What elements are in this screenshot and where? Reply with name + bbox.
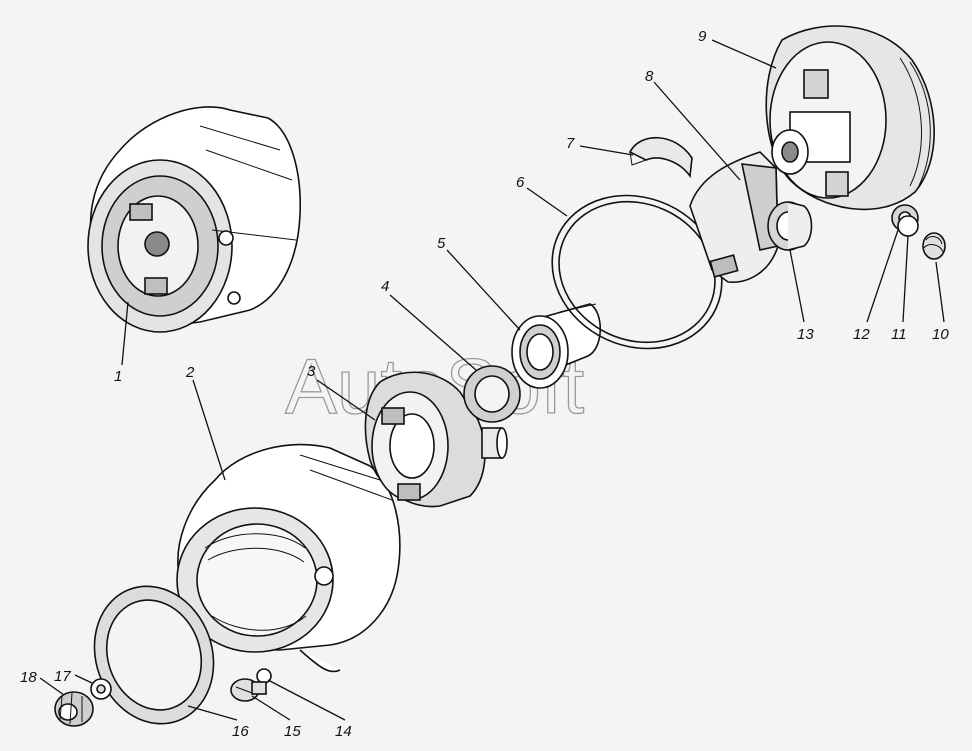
part-11-washer	[897, 215, 919, 237]
part-7-half-ring	[628, 136, 693, 179]
callout-13: 13	[797, 326, 814, 343]
part-10-spring	[922, 232, 946, 260]
leader-15	[251, 695, 291, 721]
leader-lines	[39, 39, 945, 721]
callout-4: 4	[381, 278, 389, 295]
leader-13	[789, 249, 805, 323]
leader-9	[711, 39, 777, 69]
callout-2: 2	[185, 364, 195, 381]
leader-17	[74, 674, 93, 684]
leader-12	[866, 229, 899, 323]
part-8-cam-block	[689, 151, 779, 283]
callout-14: 14	[335, 723, 352, 740]
part-16-ring	[93, 585, 215, 725]
part-15-screw	[230, 678, 267, 702]
leader-7	[579, 145, 634, 156]
leader-5	[446, 249, 521, 331]
leader-3	[316, 379, 376, 421]
leader-11	[902, 235, 909, 323]
part-4-washer	[463, 365, 521, 423]
callout-numbers: 1 2 3 4 5 6 7 8 9 10 11 12 13 14 15 16 1…	[20, 28, 949, 740]
callout-6: 6	[516, 174, 525, 191]
callout-3: 3	[307, 363, 316, 380]
leader-4	[389, 294, 477, 371]
callout-12: 12	[853, 326, 870, 343]
part-17-washer	[90, 678, 112, 700]
callout-15: 15	[284, 723, 301, 740]
callout-8: 8	[645, 68, 654, 85]
part-3-jaw-plate	[364, 371, 508, 508]
part-6-o-ring	[551, 194, 723, 350]
callout-16: 16	[232, 723, 249, 740]
part-9-end-cover	[765, 25, 935, 211]
leader-10	[935, 261, 945, 323]
leader-1	[121, 301, 129, 366]
part-18-nut	[54, 691, 94, 727]
callout-18: 18	[20, 669, 37, 686]
leader-8	[653, 81, 741, 181]
callout-7: 7	[566, 135, 575, 152]
part-5-bearing-sleeve	[511, 303, 601, 389]
part-1-housing-assembly	[87, 106, 302, 333]
part-2-body-ring	[176, 443, 401, 673]
leader-2	[192, 379, 226, 481]
part-13-bushing	[767, 201, 813, 251]
callout-9: 9	[698, 28, 707, 45]
callout-1: 1	[114, 368, 122, 385]
leader-18	[39, 677, 65, 696]
leader-16	[187, 705, 238, 721]
callout-5: 5	[437, 235, 446, 252]
leader-6	[526, 187, 568, 217]
callout-17: 17	[54, 668, 71, 685]
leader-14	[267, 679, 346, 721]
callout-10: 10	[932, 326, 949, 343]
callout-11: 11	[891, 326, 907, 343]
